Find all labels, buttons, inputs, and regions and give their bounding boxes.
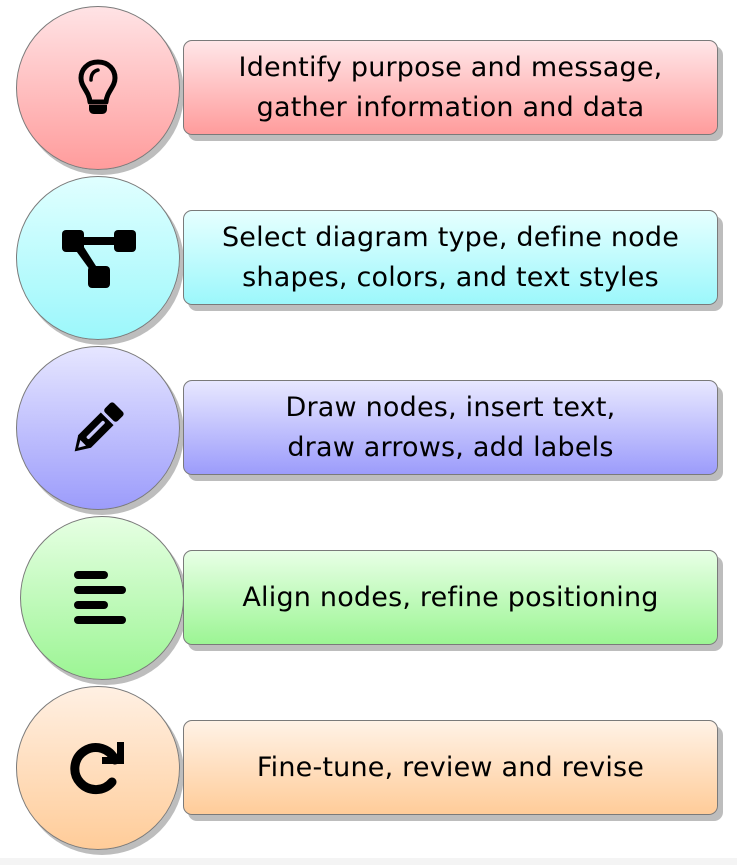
- lightbulb-icon: [78, 58, 118, 118]
- step-5-text: Fine-tune, review and revise: [256, 751, 645, 783]
- step-4-text: Align nodes, refine positioning: [242, 581, 659, 613]
- step-4: Align nodes, refine positioning: [0, 510, 737, 680]
- step-1: Identify purpose and message, gather inf…: [0, 0, 737, 170]
- step-1-text: Identify purpose and message, gather inf…: [238, 51, 663, 123]
- step-1-box: Identify purpose and message, gather inf…: [183, 40, 718, 135]
- pencil-icon: [67, 397, 129, 459]
- step-1-circle: [16, 6, 180, 170]
- step-5: Fine-tune, review and revise: [0, 680, 737, 850]
- step-3-circle: [16, 346, 180, 510]
- step-5-box: Fine-tune, review and revise: [183, 720, 718, 815]
- step-4-box: Align nodes, refine positioning: [183, 550, 718, 645]
- redo-icon: [68, 738, 128, 798]
- step-5-circle: [16, 686, 180, 850]
- bottom-band: [0, 858, 737, 865]
- step-2-circle: [16, 176, 180, 340]
- step-3: Draw nodes, insert text, draw arrows, ad…: [0, 340, 737, 510]
- step-4-circle: [20, 516, 184, 680]
- step-2-box: Select diagram type, define node shapes,…: [183, 210, 718, 305]
- align-left-icon: [74, 571, 130, 625]
- step-2-text: Select diagram type, define node shapes,…: [221, 221, 680, 293]
- step-3-box: Draw nodes, insert text, draw arrows, ad…: [183, 380, 718, 475]
- step-2: Select diagram type, define node shapes,…: [0, 170, 737, 340]
- step-3-text: Draw nodes, insert text, draw arrows, ad…: [285, 391, 616, 463]
- sitemap-icon: [60, 228, 136, 288]
